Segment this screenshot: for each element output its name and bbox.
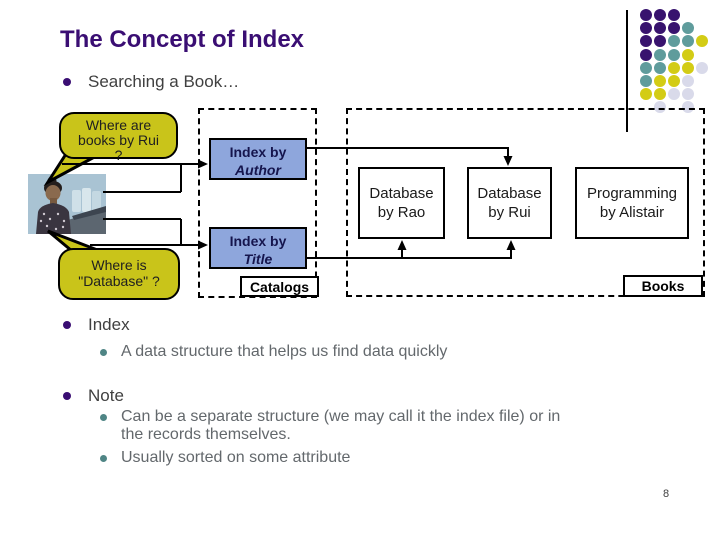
deco-dot <box>640 61 652 74</box>
deco-dot <box>640 75 652 87</box>
deco-dot <box>668 48 680 61</box>
deco-dot <box>640 88 652 101</box>
deco-dot <box>668 61 680 74</box>
bullet-note: Note <box>63 386 124 406</box>
bullet-note-sub1: Can be a separate structure (we may call… <box>100 408 570 444</box>
bullet-text: Note <box>88 386 124 405</box>
deco-dot <box>682 75 694 87</box>
bullet-text: A data structure that helps us find data… <box>121 343 448 360</box>
deco-dot <box>640 22 652 35</box>
bullet-dot <box>63 78 71 86</box>
bullet-dot <box>100 455 107 462</box>
index-by-author-box: Index by Author <box>209 138 307 180</box>
person-photo <box>28 174 106 234</box>
speech-bubble-author-question: Where are books by Rui ? <box>59 112 178 163</box>
deco-dot <box>668 22 680 35</box>
deco-dot <box>696 61 708 74</box>
deco-dot <box>654 88 666 101</box>
slide-title: The Concept of Index <box>60 26 305 53</box>
database-by-rui-box: Database by Rui <box>467 167 552 239</box>
box-line: Author <box>235 162 281 178</box>
deco-dot <box>640 48 652 61</box>
box-line: Title <box>243 251 273 267</box>
bullet-dot <box>63 392 71 400</box>
bullet-note-sub2: Usually sorted on some attribute <box>100 449 350 467</box>
bullet-text: Index <box>88 315 130 334</box>
bullet-text: Usually sorted on some attribute <box>121 449 351 466</box>
bullet-text: Can be a separate structure (we may call… <box>121 408 561 443</box>
deco-dot <box>640 9 652 21</box>
deco-dot <box>654 9 666 21</box>
deco-dot <box>654 22 666 35</box>
bubble-line: "Database" ? <box>78 273 160 289</box>
books-dashed-box <box>346 108 705 297</box>
bullet-searching: Searching a Book… <box>63 72 239 92</box>
deco-dot <box>682 61 694 74</box>
slide-number: 8 <box>663 488 670 500</box>
template-vertical-line <box>626 10 628 132</box>
bubble-line: ? <box>114 147 123 163</box>
programming-by-alistair-box: Programming by Alistair <box>575 167 689 239</box>
catalogs-dashed-box <box>198 108 317 298</box>
box-line: Programming <box>586 185 678 202</box>
deco-dot <box>682 22 694 35</box>
bubble-line: Where are <box>85 117 152 133</box>
deco-dot <box>668 75 680 87</box>
bubble-line: books by Rui <box>78 132 159 148</box>
catalogs-label: Catalogs <box>240 276 319 297</box>
deco-dot <box>682 101 694 114</box>
deco-dot <box>654 101 666 114</box>
bullet-index-sub: A data structure that helps us find data… <box>100 343 447 361</box>
deco-dot <box>668 88 680 101</box>
bullet-text: Searching a Book… <box>88 72 240 91</box>
deco-dot <box>654 35 666 48</box>
index-by-title-box: Index by Title <box>209 227 307 269</box>
bullet-index: Index <box>63 315 130 335</box>
deco-dot <box>654 48 666 61</box>
deco-dot <box>668 9 680 21</box>
box-line: by Rao <box>377 204 426 221</box>
books-label: Books <box>623 275 703 297</box>
deco-dot <box>668 35 680 48</box>
database-by-rao-box: Database by Rao <box>358 167 445 239</box>
box-line: Database <box>369 185 434 202</box>
deco-dot <box>654 61 666 74</box>
box-line: Index by <box>229 144 287 160</box>
box-line: by Rui <box>488 204 531 221</box>
deco-dot <box>682 88 694 101</box>
deco-dot <box>654 75 666 87</box>
box-line: by Alistair <box>599 204 665 221</box>
bullet-dot <box>63 321 71 329</box>
box-line: Index by <box>229 233 287 249</box>
speech-bubble-title-question: Where is "Database" ? <box>58 248 180 300</box>
deco-dot <box>640 35 652 48</box>
bullet-dot <box>100 349 107 356</box>
bubble-line: Where is <box>91 257 147 273</box>
bullet-dot <box>100 414 107 421</box>
deco-dot <box>682 35 694 48</box>
deco-dot <box>696 35 708 48</box>
deco-dot <box>682 48 694 61</box>
box-line: Database <box>477 185 542 202</box>
